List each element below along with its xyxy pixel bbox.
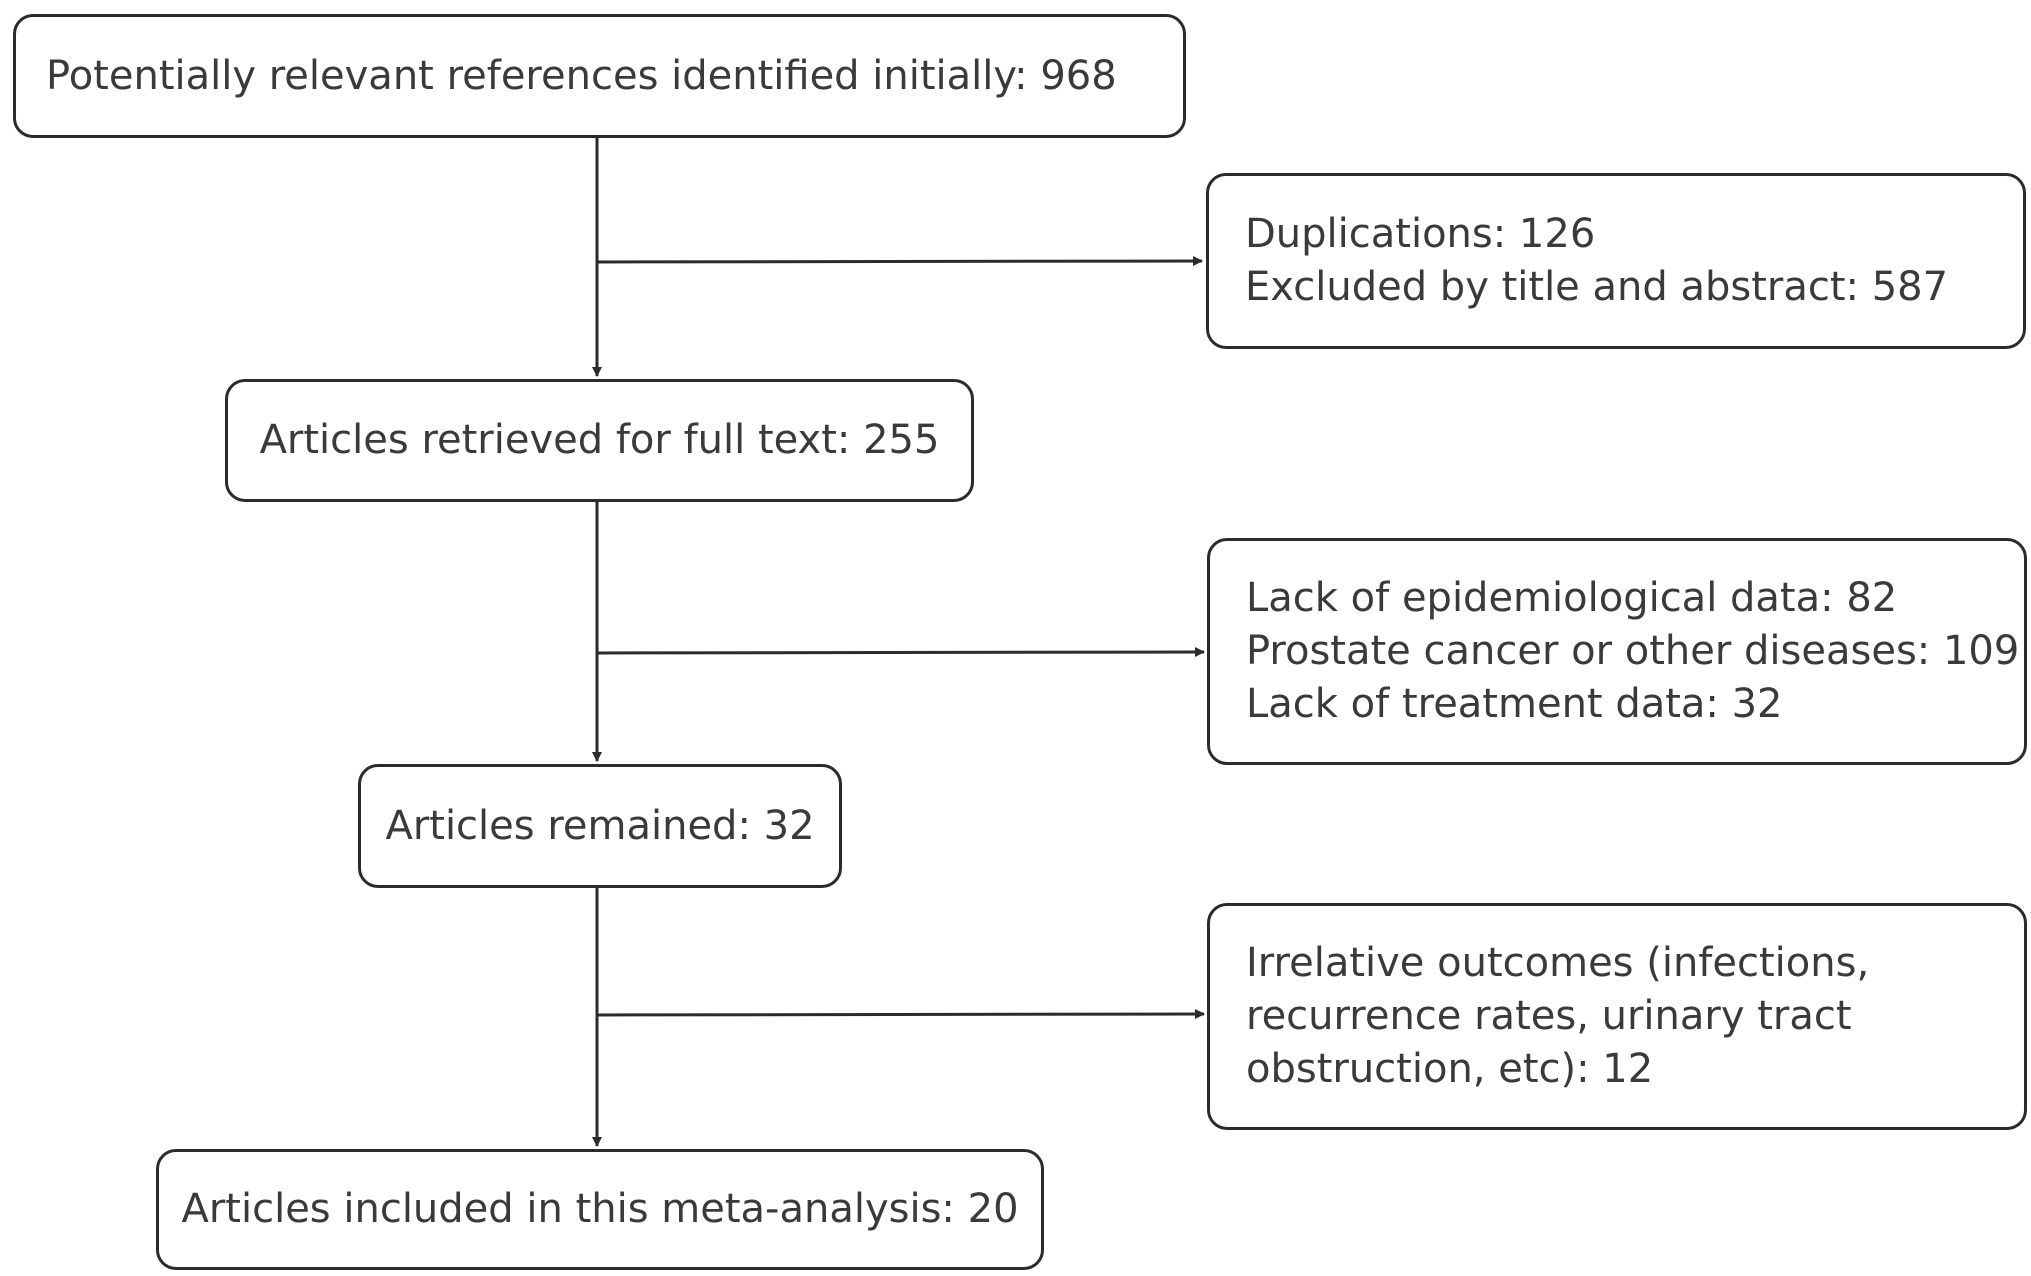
exclusion-3-line-1: Irrelative outcomes (infections, (1246, 940, 1870, 986)
box-included: Articles included in this meta-analysis:… (156, 1149, 1044, 1270)
box-identified: Potentially relevant references identifi… (13, 14, 1186, 138)
retrieved-text: Articles retrieved for full text: 255 (259, 417, 940, 463)
arrow-to-exclusion-3 (596, 1009, 1205, 1020)
exclusion-3-line-3: obstruction, etc): 12 (1246, 1046, 1654, 1092)
exclusion-1-line-1: Duplications: 126 (1245, 211, 1596, 257)
box-exclusion-3: Irrelative outcomes (infections, recurre… (1207, 903, 2027, 1130)
exclusion-3-line-2: recurrence rates, urinary tract (1246, 993, 1852, 1039)
box-exclusion-2: Lack of epidemiological data: 82 Prostat… (1207, 538, 2027, 765)
arrow-to-exclusion-2 (596, 647, 1205, 658)
box-retrieved: Articles retrieved for full text: 255 (225, 379, 974, 502)
included-text: Articles included in this meta-analysis:… (181, 1186, 1019, 1232)
identified-text: Potentially relevant references identifi… (46, 52, 1117, 99)
exclusion-1-line-2: Excluded by title and abstract: 587 (1245, 264, 1949, 310)
arrow-to-exclusion-1 (596, 256, 1203, 267)
exclusion-2-line-1: Lack of epidemiological data: 82 (1246, 575, 1898, 621)
exclusion-2-line-3: Lack of treatment data: 32 (1246, 681, 1783, 727)
box-remained: Articles remained: 32 (358, 764, 842, 888)
box-exclusion-1: Duplications: 126 Excluded by title and … (1206, 173, 2026, 349)
remained-text: Articles remained: 32 (385, 802, 815, 849)
exclusion-2-line-2: Prostate cancer or other diseases: 109 (1246, 628, 2020, 674)
